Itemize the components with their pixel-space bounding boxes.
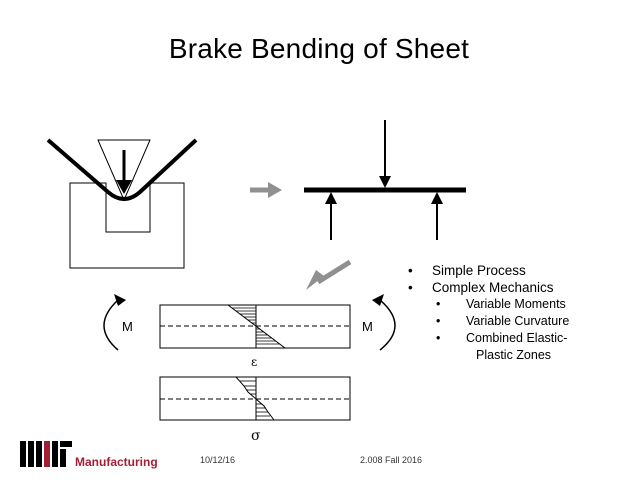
moment-arc-right xyxy=(372,294,396,351)
sub-bullet-label: Variable Curvature xyxy=(466,314,570,328)
beam-diagram xyxy=(304,120,466,240)
moment-label-right: M xyxy=(362,319,373,334)
bullet-label: Complex Mechanics xyxy=(432,280,554,295)
bullet-item: • Simple Process xyxy=(400,262,569,279)
bent-sheet xyxy=(46,138,198,201)
moment-arc-left xyxy=(103,294,126,351)
footer-date: 10/12/16 xyxy=(200,455,236,465)
sub-bullet-label: Combined Elastic- xyxy=(466,331,568,345)
footer-course: 2.008 Fall 2016 xyxy=(360,455,423,465)
bullet-item: • Complex Mechanics xyxy=(400,279,569,296)
bullet-list: • Simple Process • Complex Mechanics • V… xyxy=(400,262,569,364)
bullet-dot: • xyxy=(408,280,413,295)
grey-arrow-diagonal xyxy=(306,259,352,290)
grey-arrow-right xyxy=(250,182,282,198)
stress-element xyxy=(159,376,351,421)
strain-symbol: ε xyxy=(251,355,257,369)
sub-bullet-item: • Variable Curvature xyxy=(400,313,569,330)
stress-symbol: σ xyxy=(251,428,261,444)
logo-text: Manufacturing xyxy=(75,455,158,469)
moment-label-left: M xyxy=(122,319,133,334)
bullet-label: Simple Process xyxy=(432,263,526,278)
sub-bullet-label: Variable Moments xyxy=(466,297,566,311)
sub-bullet-item: • Variable Moments xyxy=(400,296,569,313)
mit-logo xyxy=(20,441,72,467)
slide-title: Brake Bending of Sheet xyxy=(168,33,470,64)
punch xyxy=(97,139,151,202)
die-block xyxy=(69,182,185,269)
sub-bullet-item: • Combined Elastic- Plastic Zones xyxy=(400,330,569,364)
bullet-dot: • xyxy=(436,314,441,328)
bullet-dot: • xyxy=(436,297,441,311)
bullet-dot: • xyxy=(408,263,413,278)
sub-bullet-continuation: Plastic Zones xyxy=(476,348,552,362)
bullet-dot: • xyxy=(436,331,441,345)
strain-element xyxy=(159,304,351,349)
